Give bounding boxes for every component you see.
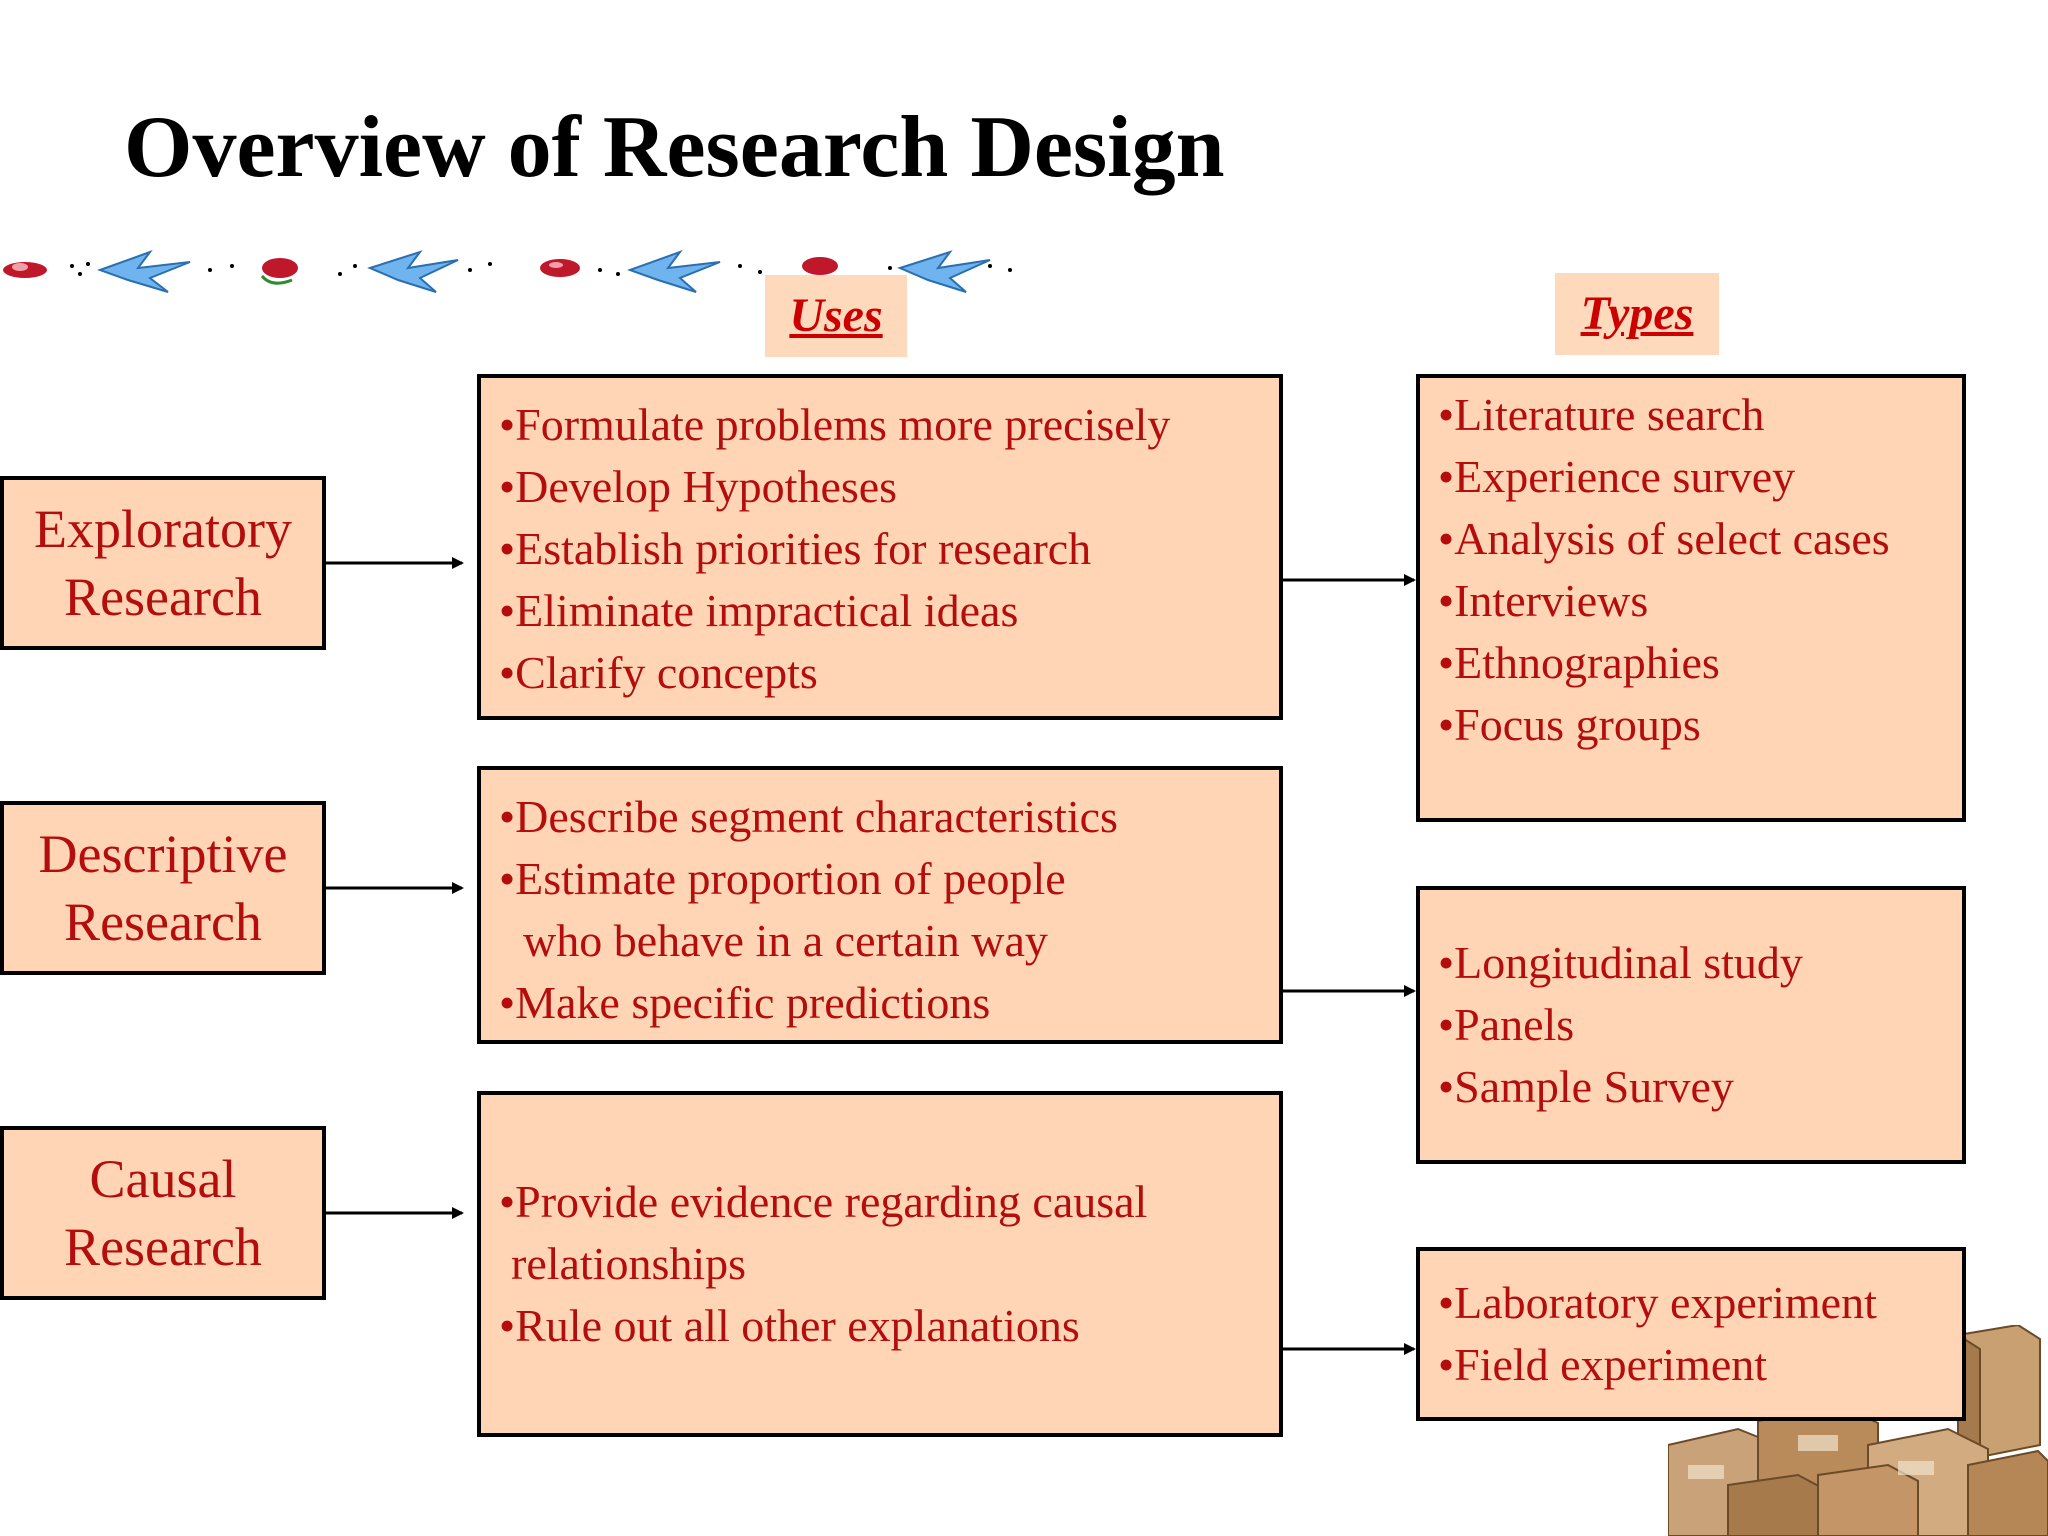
cardboard-boxes-illustration-icon — [1668, 1325, 2048, 1536]
list-item: •Clarify concepts — [499, 647, 818, 698]
list-item: •Interviews — [1438, 575, 1649, 626]
causal-label-line2: Research — [64, 1217, 262, 1277]
list-item: •Panels — [1438, 999, 1575, 1050]
list-item: •Laboratory experiment — [1438, 1277, 1877, 1328]
descriptive-label-line1: Descriptive — [38, 824, 288, 884]
list-item: •Rule out all other explanations — [499, 1300, 1080, 1351]
list-item: •Literature search — [1438, 389, 1765, 440]
list-item: •Focus groups — [1438, 699, 1701, 750]
list-item: who behave in a certain way — [523, 915, 1048, 966]
list-item: •Ethnographies — [1438, 637, 1720, 688]
uses-header: Uses — [765, 275, 907, 357]
slide-title: Overview of Research Design — [124, 99, 1225, 196]
exploratory-label-line1: Exploratory — [34, 499, 292, 559]
list-item: •Longitudinal study — [1438, 937, 1803, 988]
list-item: •Eliminate impractical ideas — [499, 585, 1019, 636]
descriptive-uses-box: •Describe segment characteristics •Estim… — [477, 766, 1283, 1044]
list-item: •Describe segment characteristics — [499, 791, 1118, 842]
causal-research-box: Causal Research — [0, 1126, 326, 1300]
causal-label-line1: Causal — [89, 1149, 237, 1209]
list-item: •Develop Hypotheses — [499, 461, 898, 512]
types-header: Types — [1555, 273, 1719, 355]
list-item: •Estimate proportion of people — [499, 853, 1066, 904]
descriptive-types-box: •Longitudinal study •Panels •Sample Surv… — [1416, 886, 1966, 1164]
list-item: •Make specific predictions — [499, 977, 991, 1028]
list-item: •Establish priorities for research — [499, 523, 1092, 574]
causal-uses-box: •Provide evidence regarding causal relat… — [477, 1091, 1283, 1437]
list-item: •Analysis of select cases — [1438, 513, 1890, 564]
list-item: relationships — [511, 1238, 747, 1289]
list-item: •Field experiment — [1438, 1339, 1768, 1390]
exploratory-types-box: •Literature search •Experience survey •A… — [1416, 374, 1966, 822]
list-item: •Provide evidence regarding causal — [499, 1176, 1148, 1227]
list-item: •Sample Survey — [1438, 1061, 1734, 1112]
descriptive-label-line2: Research — [64, 892, 262, 952]
exploratory-uses-box: •Formulate problems more precisely •Deve… — [477, 374, 1283, 720]
list-item: •Experience survey — [1438, 451, 1796, 502]
causal-types-box: •Laboratory experiment •Field experiment — [1416, 1247, 1966, 1421]
exploratory-research-box: Exploratory Research — [0, 476, 326, 650]
list-item: •Formulate problems more precisely — [499, 399, 1171, 450]
exploratory-label-line2: Research — [64, 567, 262, 627]
descriptive-research-box: Descriptive Research — [0, 801, 326, 975]
